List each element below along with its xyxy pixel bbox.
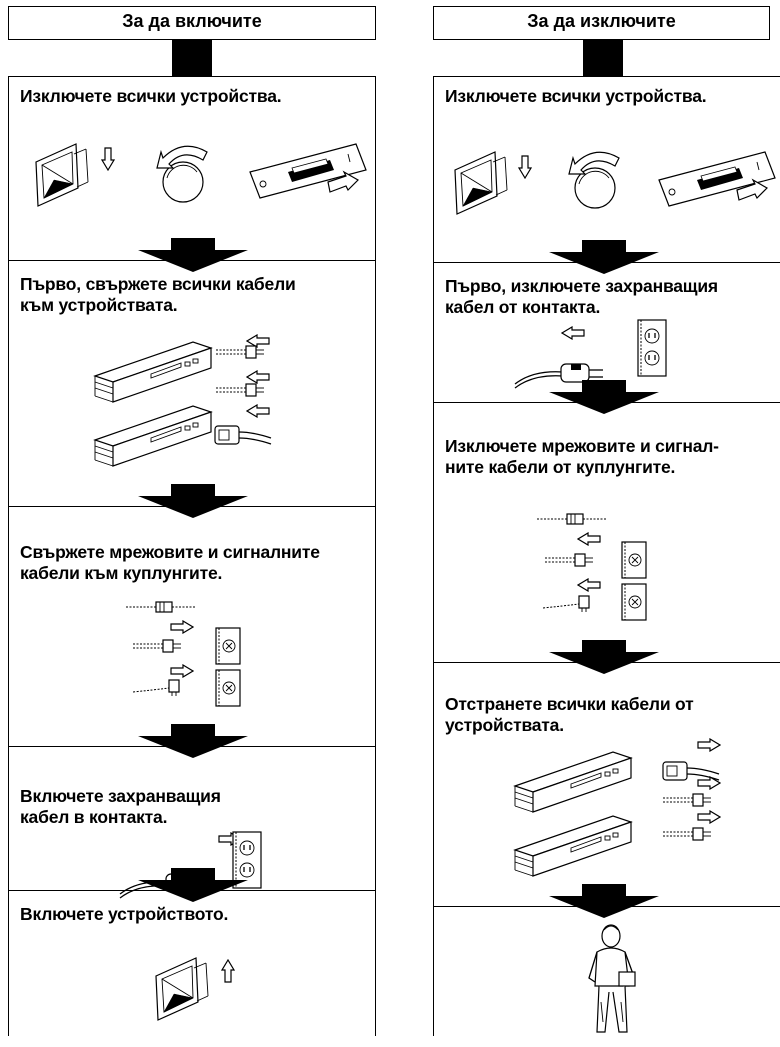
- wall-coupler-icon: [213, 668, 243, 708]
- slide-switch-icon: [657, 150, 777, 210]
- down-arrow-icon: [549, 884, 659, 918]
- down-arrow-icon: [549, 380, 659, 414]
- power-on-step-2-text: Първо, свържете всички кабели към устрой…: [20, 274, 296, 315]
- rocker-switch-icon: [28, 140, 98, 210]
- cable-connector-icon: [545, 552, 595, 568]
- cable-connector-icon: [663, 826, 713, 842]
- stacked-devices-icon: [513, 812, 633, 882]
- power-off-title-box: За да изключите: [433, 6, 770, 40]
- cable-connector-icon: [663, 792, 713, 808]
- power-off-step-3-text: Изключете мрежовите и сигнал- ните кабел…: [445, 436, 719, 477]
- stacked-devices-icon: [93, 338, 213, 408]
- power-on-step-5-text: Включете устройството.: [20, 904, 229, 924]
- left-arrow-icon: [246, 404, 270, 418]
- rocker-switch-icon: [148, 954, 218, 1024]
- wall-coupler-icon: [619, 540, 649, 580]
- power-on-title-box: За да включите: [8, 6, 376, 40]
- cable-connector-icon: [133, 676, 183, 698]
- power-on-step-3-text: Свържете мрежовите и сигналните кабели к…: [20, 542, 320, 583]
- power-off-step-2-text: Първо, изключете захранващия кабел от ко…: [445, 276, 718, 317]
- right-arrow-icon: [170, 620, 194, 634]
- wall-coupler-icon: [619, 582, 649, 622]
- down-arrow-icon: [518, 155, 532, 179]
- title-connector: [583, 40, 623, 76]
- down-arrow-icon: [138, 484, 248, 518]
- stacked-devices-icon: [93, 402, 213, 472]
- down-arrow-icon: [101, 147, 115, 171]
- rotary-knob-icon: [565, 144, 625, 214]
- down-arrow-icon: [549, 640, 659, 674]
- stacked-devices-icon: [513, 748, 633, 818]
- cable-connector-icon: [216, 344, 266, 360]
- power-off-step-1-text: Изключете всички устройства.: [445, 86, 707, 106]
- slide-switch-icon: [248, 142, 368, 202]
- right-arrow-icon: [697, 738, 721, 752]
- power-on-step-1-text: Изключете всички устройства.: [20, 86, 282, 106]
- power-plug-icon: [213, 420, 273, 450]
- power-on-title: За да включите: [122, 10, 262, 31]
- cable-connector-icon: [543, 592, 593, 614]
- power-on-step-4-text: Включете захранващия кабел в контакта.: [20, 786, 221, 827]
- down-arrow-icon: [138, 868, 248, 902]
- right-arrow-icon: [697, 776, 721, 790]
- cable-connector-icon: [216, 382, 266, 398]
- rotary-knob-icon: [153, 138, 213, 208]
- power-on-steps-box: [8, 76, 376, 1036]
- rocker-switch-icon: [447, 148, 517, 218]
- down-arrow-icon: [138, 724, 248, 758]
- wall-outlet-icon: [635, 318, 669, 378]
- left-arrow-icon: [561, 326, 585, 340]
- title-connector: [172, 40, 212, 76]
- cable-connector-icon: [537, 512, 607, 526]
- power-off-title: За да изключите: [527, 10, 676, 31]
- right-arrow-icon: [697, 810, 721, 824]
- down-arrow-icon: [549, 240, 659, 274]
- cable-connector-icon: [126, 600, 196, 614]
- down-arrow-icon: [138, 238, 248, 272]
- wall-coupler-icon: [213, 626, 243, 666]
- power-off-step-4-text: Отстранете всички кабели от устройствата…: [445, 694, 694, 735]
- left-arrow-icon: [577, 578, 601, 592]
- cable-connector-icon: [133, 638, 183, 654]
- up-arrow-icon: [221, 959, 235, 983]
- person-walking-away-icon: [588, 924, 636, 1033]
- power-off-steps-box: [433, 76, 780, 1036]
- left-arrow-icon: [577, 532, 601, 546]
